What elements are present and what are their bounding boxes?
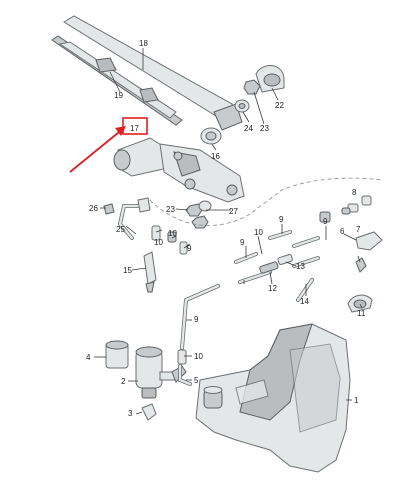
- leader-lines: [94, 48, 363, 415]
- callout-labels: 18 19 22 24 23 17 16 23 27 26 25 15 10 1…: [86, 39, 366, 418]
- callout-9-a: 9: [240, 238, 245, 247]
- washer: [234, 99, 250, 113]
- callout-3: 3: [128, 409, 133, 418]
- callout-22: 22: [275, 101, 284, 110]
- hose-connector-8: [341, 203, 359, 215]
- callout-23-top: 23: [260, 124, 269, 133]
- callout-4: 4: [86, 353, 91, 362]
- pump-seal: [105, 340, 129, 369]
- callout-19: 19: [114, 91, 123, 100]
- motor-mount-hardware: [185, 200, 212, 229]
- wiper-blade: [51, 35, 183, 126]
- washer-jet-nozzle: [355, 231, 383, 273]
- hose-clip: [347, 294, 373, 313]
- callout-6: 6: [340, 227, 345, 236]
- callout-13: 13: [296, 262, 305, 271]
- callout-11: 11: [357, 309, 366, 318]
- callout-10-mid: 10: [168, 229, 177, 238]
- highlight-marker: [69, 117, 148, 173]
- washer-jet-15: [143, 251, 157, 293]
- callout-25: 25: [116, 225, 125, 234]
- callout-2: 2: [121, 377, 126, 386]
- callout-14: 14: [300, 297, 309, 306]
- callout-9-hose: 9: [194, 315, 199, 324]
- callout-7: 7: [356, 225, 361, 234]
- hose-elbow: [178, 364, 192, 386]
- washer-hose-main: [180, 284, 220, 350]
- wiper-motor: [113, 137, 245, 203]
- callout-18: 18: [139, 39, 148, 48]
- callout-16: 16: [211, 152, 220, 161]
- callout-10-pump: 10: [194, 352, 203, 361]
- highlight-box: [122, 117, 148, 135]
- filter-cap: [141, 403, 157, 421]
- callout-23: 23: [166, 205, 175, 214]
- callout-15: 15: [123, 266, 132, 275]
- wiper-arm-cap: [255, 65, 285, 93]
- callout-17: 17: [130, 124, 139, 133]
- small-hose-pieces: [151, 225, 188, 365]
- callout-12: 12: [268, 284, 277, 293]
- grommet: [200, 127, 222, 145]
- highlight-arrow: [69, 127, 125, 173]
- callout-9-left: 9: [187, 244, 192, 253]
- washer-reservoir: [195, 323, 351, 473]
- callout-9-c: 9: [323, 217, 328, 226]
- hose-cap-upper: [319, 195, 372, 223]
- highlight-arrowhead: [115, 126, 126, 136]
- tailgate-outline: [149, 177, 383, 226]
- callout-26: 26: [89, 204, 98, 213]
- hex-nut: [243, 79, 261, 95]
- callout-27: 27: [229, 207, 238, 216]
- callout-24: 24: [244, 124, 253, 133]
- callout-5: 5: [194, 376, 199, 385]
- callout-9-b: 9: [279, 215, 284, 224]
- hose-sections: [234, 230, 320, 302]
- motor-wiring: [103, 197, 151, 240]
- callout-8: 8: [352, 188, 357, 197]
- callout-10-left: 10: [154, 238, 163, 247]
- callout-1: 1: [354, 396, 359, 405]
- wiper-arm: [63, 15, 243, 131]
- callout-10-a: 10: [254, 228, 263, 237]
